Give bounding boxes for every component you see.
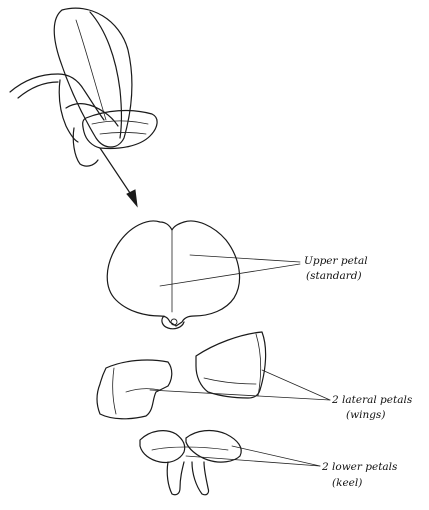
- lateral-petals-label: 2 lateral petals: [331, 394, 413, 406]
- whole-flower-side-view: [10, 8, 157, 166]
- lateral-petals-sublabel: (wings): [346, 409, 385, 421]
- lower-petals-drawing: [140, 431, 241, 495]
- arrow: [100, 148, 137, 206]
- lower-petals-label: 2 lower petals: [321, 461, 398, 473]
- upper-petal-sublabel: (standard): [306, 270, 362, 282]
- upper-petal-drawing: [107, 221, 239, 329]
- lower-petals-sublabel: (keel): [332, 477, 362, 489]
- upper-petal-label: Upper petal: [304, 255, 368, 267]
- lateral-petals-drawing: [97, 332, 266, 419]
